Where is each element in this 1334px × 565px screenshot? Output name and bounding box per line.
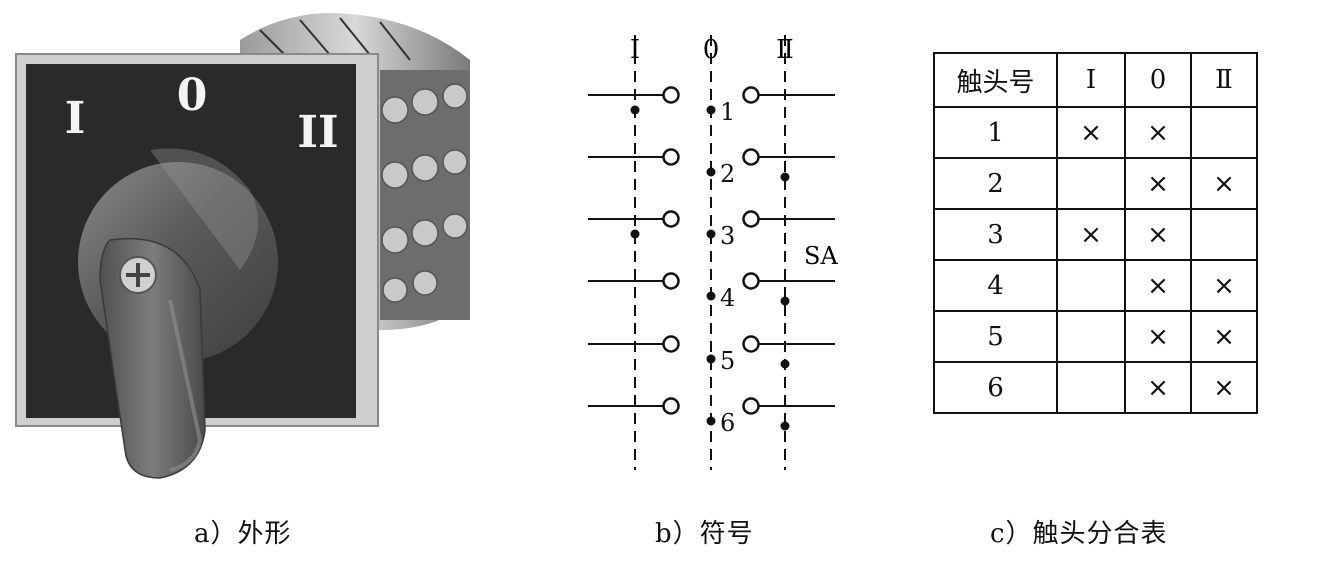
closed-contact-dot [706,167,716,177]
terminal-circle [742,397,760,415]
symbol-lines [588,35,835,470]
row-id: 4 [933,259,1058,312]
cell-pos-i [1056,157,1126,210]
table-row: 5 × × [933,310,1258,363]
switch-symbol: Ⅰ 0 Ⅱ SA 1 2 3 4 5 6 [588,35,838,470]
table-row: 1 × × [933,106,1258,159]
contact-number: 4 [720,284,735,312]
table-row: 4 × × [933,259,1258,312]
dial-label-0: 0 [177,70,208,121]
cell-pos-0: × [1124,208,1192,261]
closed-contact-dot [706,354,716,364]
contact-numbers: 1 2 3 4 5 6 [720,98,735,437]
cell-pos-ii: × [1190,361,1258,414]
closed-contact-dot [706,291,716,301]
contact-number: 1 [720,98,735,126]
table-header-row: 触头号 Ⅰ 0 Ⅱ [933,52,1258,108]
cell-pos-0: × [1124,259,1192,312]
row-id: 5 [933,310,1058,363]
table-row: 2 × × [933,157,1258,210]
cell-pos-0: × [1124,157,1192,210]
closed-contact-dot [706,105,716,115]
caption-c-text: c）触头分合表 [990,519,1168,549]
closed-contact-dot [630,105,640,115]
cell-pos-0: × [1124,310,1192,363]
caption-a-text: a）外形 [194,519,292,549]
closed-contact-dot [780,421,790,431]
terminal-circle [742,335,760,353]
pos-label-ii: Ⅱ [776,35,794,65]
header-pos-ii: Ⅱ [1190,52,1258,108]
terminal-circle [662,148,680,166]
row-id: 6 [933,361,1058,414]
terminal-circle [742,86,760,104]
contact-number: 6 [720,409,735,437]
terminal-circle [662,86,680,104]
caption-c: c）触头分合表 [990,513,1168,550]
cell-pos-0: × [1124,106,1192,159]
contact-number: 5 [720,347,735,375]
header-contact-no: 触头号 [933,52,1058,108]
terminal-circle [662,210,680,228]
dial-label-i: I [65,93,86,144]
cell-pos-i: × [1056,208,1126,261]
switch-handle[interactable] [99,237,206,479]
closed-contact-dot [630,229,640,239]
closed-contact-dot [706,416,716,426]
pos-label-i: Ⅰ [630,35,640,65]
cell-pos-i [1056,361,1126,414]
closed-contact-dot [706,229,716,239]
contact-table: 触头号 Ⅰ 0 Ⅱ 1 × × 2 × × 3 × × 4 × × 5 × × … [933,52,1258,414]
cell-pos-ii [1190,106,1258,159]
table-row: 3 × × [933,208,1258,261]
closed-contact-dot [780,359,790,369]
header-pos-i: Ⅰ [1056,52,1126,108]
terminal-circle [742,210,760,228]
contact-number: 3 [720,222,735,250]
row-id: 3 [933,208,1058,261]
caption-b-text: b）符号 [655,519,754,549]
terminal-circle [662,272,680,290]
closed-contact-dot [780,296,790,306]
dial-label-ii: II [297,107,338,158]
caption-a: a）外形 [194,513,292,550]
terminal-circle [662,397,680,415]
table-row: 6 × × [933,361,1258,414]
contact-number: 2 [720,160,735,188]
cell-pos-i [1056,310,1126,363]
header-pos-0: 0 [1124,52,1192,108]
cell-pos-i [1056,259,1126,312]
terminal-circle [742,148,760,166]
row-id: 2 [933,157,1058,210]
cell-pos-i: × [1056,106,1126,159]
cell-pos-ii [1190,208,1258,261]
pos-label-0: 0 [703,35,720,65]
cell-pos-ii: × [1190,157,1258,210]
screw-icon [119,256,157,294]
device-label: SA [804,242,838,270]
cell-pos-ii: × [1190,310,1258,363]
terminal-circle [662,335,680,353]
switch-photo: I 0 II [15,13,470,479]
cell-pos-ii: × [1190,259,1258,312]
row-id: 1 [933,106,1058,159]
cell-pos-0: × [1124,361,1192,414]
caption-b: b）符号 [655,513,754,550]
terminal-circle [742,272,760,290]
closed-contact-dot [780,172,790,182]
